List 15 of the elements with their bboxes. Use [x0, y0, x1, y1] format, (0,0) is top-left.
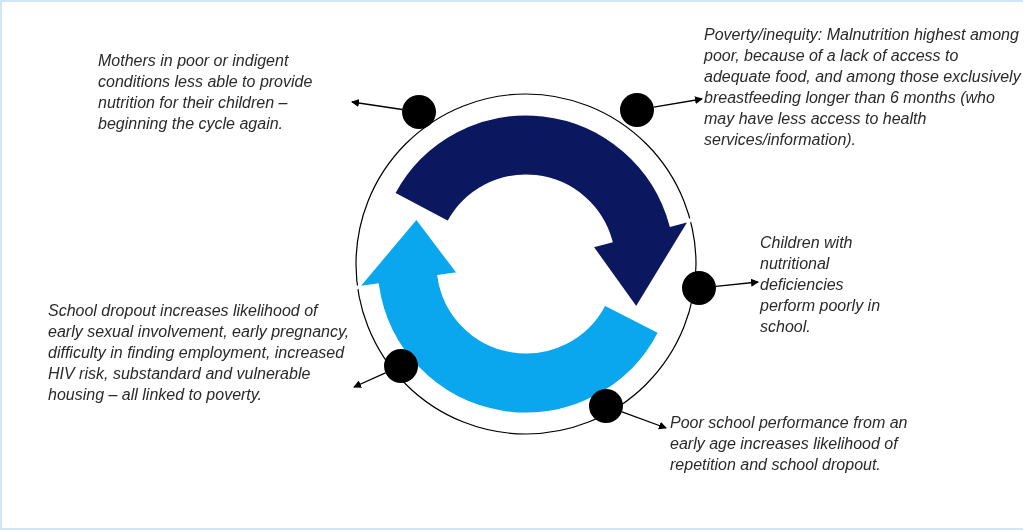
marker-dot — [589, 389, 623, 423]
arrow — [715, 278, 759, 287]
arrow — [351, 99, 403, 111]
cycle-step-text: Children with nutritional deficiencies perform poorly in school. — [760, 232, 892, 337]
cycle-step-text: School dropout increases likelihood of early sexual involvement, early pregnancy, difficulty in finding employment, increased HIV risk, substandard and vulnerable housing – all linked to poverty. — [48, 300, 352, 405]
marker-dot — [384, 349, 418, 383]
arrow — [653, 96, 703, 108]
marker-dot — [402, 95, 436, 129]
cycle-step-text: Mothers in poor or indigent conditions less able to provide nutrition for their children – beginning the cycle again. — [98, 50, 350, 134]
cycle-step-text: Poverty/inequity: Malnutrition highest among poor, because of a lack of access to adequate food, and among those exclusively breastfeeding longer than 6 months (who may have less access to health services/information). — [704, 24, 1023, 150]
marker-dot — [620, 93, 654, 127]
cycle-step-text: Poor school performance from an early age increases likelihood of repetition and school dropout. — [670, 412, 910, 475]
arrow — [621, 411, 667, 430]
marker-dot — [682, 271, 716, 305]
arrow — [353, 372, 387, 388]
